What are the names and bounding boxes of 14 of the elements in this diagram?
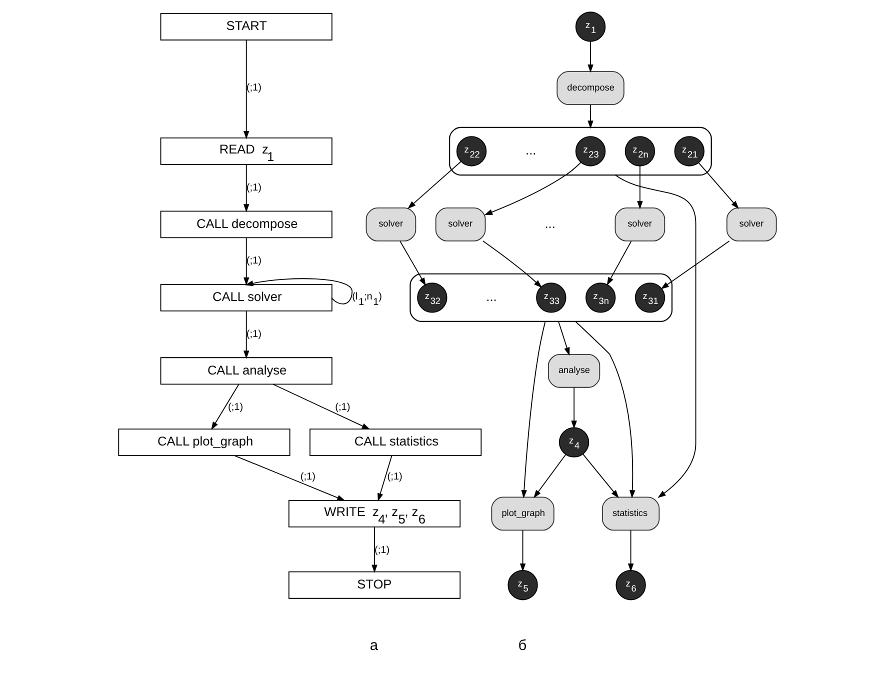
label: ... [486, 289, 497, 304]
label: ... [526, 142, 536, 158]
edge-label: (;1) [387, 472, 402, 483]
edge-label: (;1) [228, 402, 244, 414]
edge-label: (;1) [335, 402, 350, 414]
edge-label: (;1) [246, 182, 262, 194]
edge-label: (;1) [246, 256, 262, 267]
edge-label: (;1) [300, 472, 316, 483]
label: б [518, 638, 527, 654]
label: ... [544, 216, 556, 231]
label: а [370, 638, 378, 654]
edge-label: (;1) [246, 328, 262, 340]
edge-label: (;1) [374, 544, 390, 556]
edge-label: (;1) [246, 82, 262, 94]
